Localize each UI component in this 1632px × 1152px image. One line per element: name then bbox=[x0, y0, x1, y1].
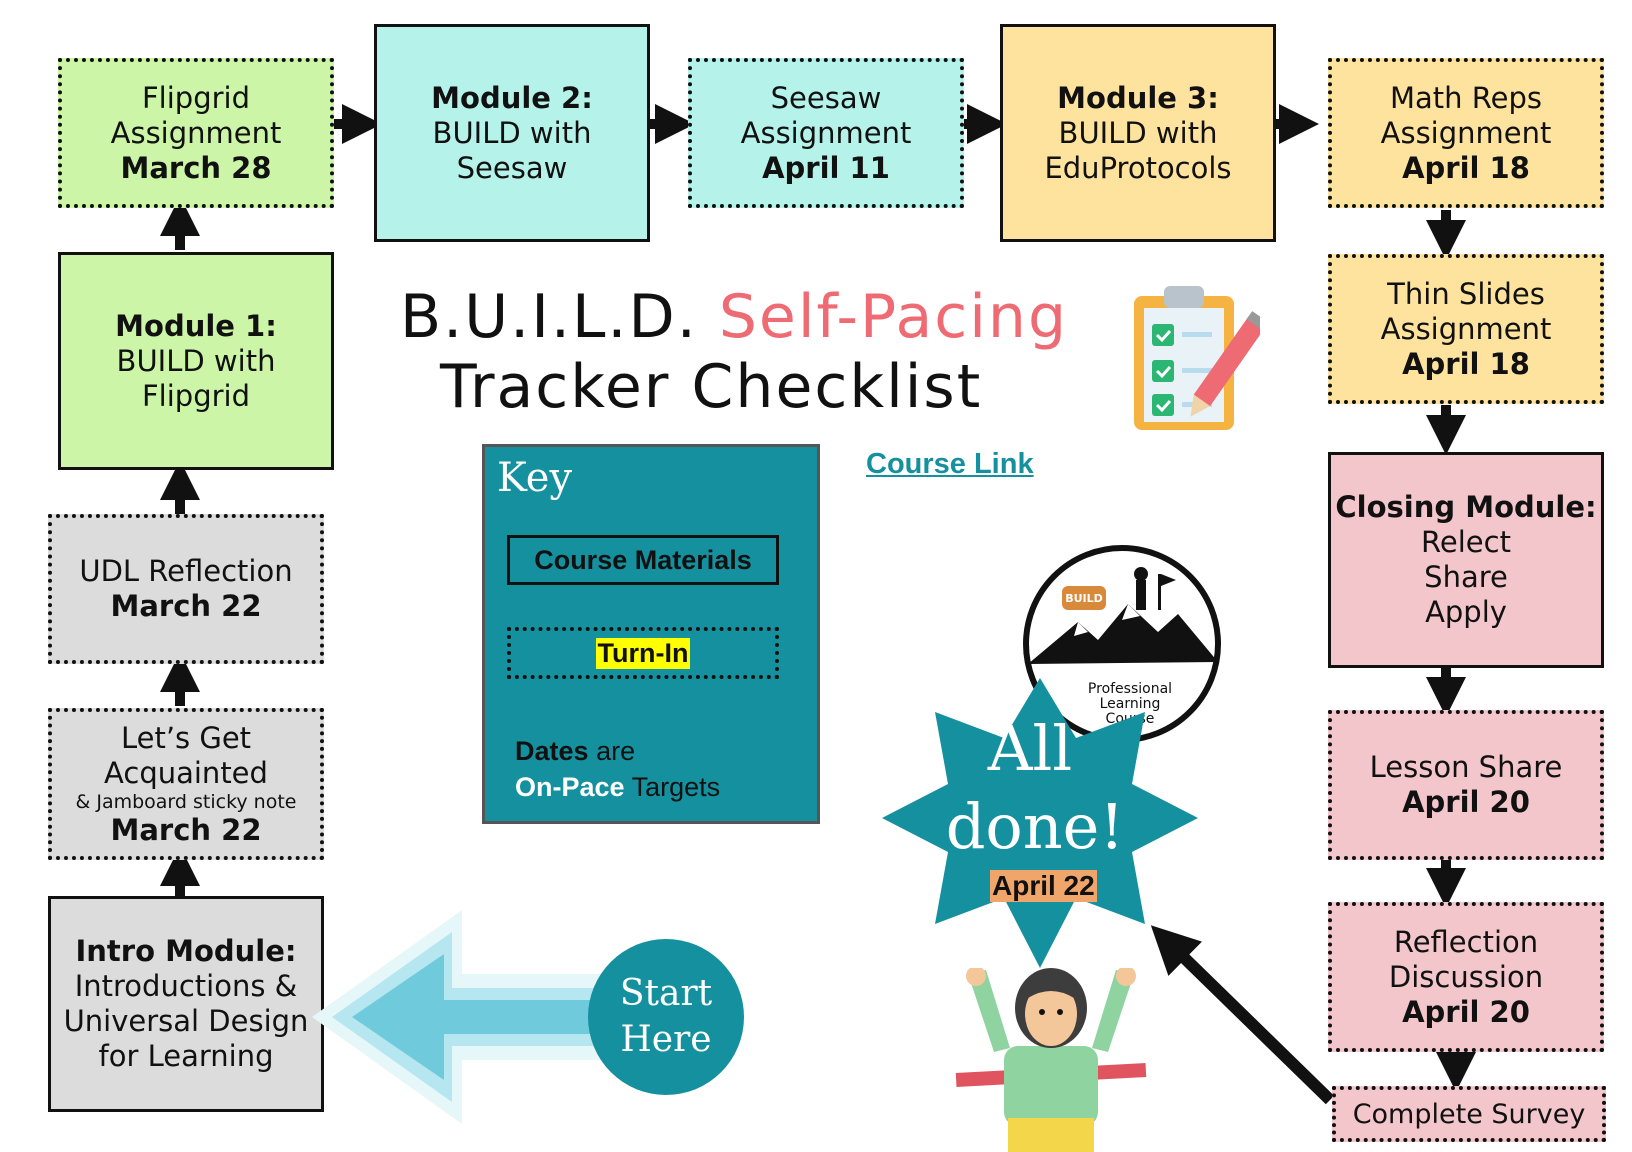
flipgrid-assignment-box[interactable]: Flipgrid Assignment March 28 bbox=[58, 58, 334, 208]
start-line2: Here bbox=[620, 1019, 712, 1060]
mathreps-line1: Math Reps bbox=[1390, 80, 1542, 115]
module2-line2: Seesaw bbox=[456, 150, 568, 185]
clipboard-checklist-icon bbox=[1134, 286, 1260, 430]
intro-module-title: Intro Module: bbox=[75, 934, 297, 968]
acquainted-line2: Acquainted bbox=[104, 755, 268, 790]
start-line1: Start bbox=[619, 973, 713, 1014]
thinslides-assignment-box[interactable]: Thin Slides Assignment April 18 bbox=[1328, 254, 1604, 404]
seesaw-date: April 11 bbox=[762, 150, 890, 185]
closing-module-box[interactable]: Closing Module: Relect Share Apply bbox=[1328, 452, 1604, 668]
survey-line1: Complete Survey bbox=[1352, 1098, 1586, 1130]
udl-reflection-box[interactable]: UDL Reflection March 22 bbox=[48, 514, 324, 664]
key-panel: Key Course Materials Turn-In Dates are O… bbox=[482, 444, 820, 824]
reflection-line1: Reflection bbox=[1393, 924, 1539, 959]
key-course-materials: Course Materials bbox=[507, 535, 779, 585]
big-left-arrow-icon bbox=[312, 910, 622, 1124]
key-turn-in-label: Turn-In bbox=[595, 637, 691, 669]
intro-module-line3: for Learning bbox=[98, 1039, 274, 1073]
all-done-date: April 22 bbox=[990, 870, 1097, 902]
closing-module-title: Closing Module: bbox=[1335, 490, 1597, 524]
acquainted-date: March 22 bbox=[110, 812, 262, 847]
udl-reflection-line1: UDL Reflection bbox=[79, 554, 293, 588]
title-part1: B.U.I.L.D. bbox=[400, 282, 698, 352]
mathreps-assignment-box[interactable]: Math Reps Assignment April 18 bbox=[1328, 58, 1604, 208]
thinslides-date: April 18 bbox=[1402, 346, 1530, 381]
flipgrid-date: March 28 bbox=[120, 150, 272, 185]
title-line2: Tracker Checklist bbox=[440, 352, 983, 422]
module2-line1: BUILD with bbox=[432, 115, 592, 150]
mathreps-date: April 18 bbox=[1402, 150, 1530, 185]
thinslides-line2: Assignment bbox=[1380, 311, 1552, 346]
reflection-discussion-box[interactable]: Reflection Discussion April 20 bbox=[1328, 902, 1604, 1052]
flipgrid-line2: Assignment bbox=[110, 115, 282, 150]
flipgrid-line1: Flipgrid bbox=[142, 80, 250, 115]
acquainted-box[interactable]: Let’s Get Acquainted & Jamboard sticky n… bbox=[48, 708, 324, 860]
celebrating-person-icon bbox=[955, 968, 1147, 1152]
mathreps-line2: Assignment bbox=[1380, 115, 1552, 150]
acquainted-line1: Let’s Get bbox=[120, 720, 252, 755]
module2-title: Module 2: bbox=[431, 80, 593, 115]
course-link[interactable]: Course Link bbox=[866, 448, 1034, 480]
reflection-line2: Discussion bbox=[1388, 959, 1544, 994]
key-onpace-bold: On-Pace bbox=[515, 772, 625, 802]
badge-line2: Learning bbox=[1099, 696, 1161, 712]
key-dates-bold: Dates bbox=[515, 736, 589, 766]
module1-box[interactable]: Module 1: BUILD with Flipgrid bbox=[58, 252, 334, 470]
pencil-icon bbox=[1190, 311, 1260, 417]
title-part2: Self-Pacing bbox=[718, 282, 1069, 352]
closing-module-line3: Apply bbox=[1425, 595, 1507, 629]
seesaw-line2: Assignment bbox=[740, 115, 912, 150]
seesaw-line1: Seesaw bbox=[770, 80, 882, 115]
key-onpace-rest: Targets bbox=[631, 772, 721, 802]
key-dates-note: Dates are On-Pace Targets bbox=[515, 733, 720, 805]
module3-title: Module 3: bbox=[1057, 80, 1219, 115]
mountain-flag-badge-icon bbox=[1023, 545, 1221, 743]
intro-module-line1: Introductions & bbox=[74, 969, 298, 1003]
closing-module-line1: Relect bbox=[1421, 525, 1511, 559]
title-line1: B.U.I.L.D. Self-Pacing bbox=[400, 282, 1068, 352]
acquainted-note: & Jamboard sticky note bbox=[75, 790, 297, 813]
module3-line1: BUILD with bbox=[1058, 115, 1218, 150]
module1-line1: BUILD with bbox=[116, 343, 276, 378]
key-heading: Key bbox=[497, 455, 573, 501]
arrow-survey-to-done bbox=[1150, 925, 1335, 1105]
lessonshare-date: April 20 bbox=[1402, 785, 1530, 819]
module2-box[interactable]: Module 2: BUILD with Seesaw bbox=[374, 24, 650, 242]
module1-line2: Flipgrid bbox=[142, 378, 250, 413]
seesaw-assignment-box[interactable]: Seesaw Assignment April 11 bbox=[688, 58, 964, 208]
start-here-button[interactable]: Start Here bbox=[588, 939, 744, 1095]
module3-box[interactable]: Module 3: BUILD with EduProtocols bbox=[1000, 24, 1276, 242]
badge-line1: Professional bbox=[1087, 681, 1173, 697]
all-done-line2: done! bbox=[945, 790, 1125, 863]
intro-module-line2: Universal Design bbox=[63, 1004, 309, 1038]
lessonshare-box[interactable]: Lesson Share April 20 bbox=[1328, 710, 1604, 860]
udl-reflection-date: March 22 bbox=[110, 589, 262, 623]
complete-survey-box[interactable]: Complete Survey bbox=[1332, 1086, 1606, 1142]
module3-line2: EduProtocols bbox=[1044, 150, 1232, 185]
module1-title: Module 1: bbox=[115, 308, 277, 343]
intro-module-box[interactable]: Intro Module: Introductions & Universal … bbox=[48, 896, 324, 1112]
lessonshare-line1: Lesson Share bbox=[1369, 750, 1563, 784]
key-dates-rest: are bbox=[596, 736, 636, 766]
thinslides-line1: Thin Slides bbox=[1387, 276, 1545, 311]
badge-org: SVUSD bbox=[1164, 652, 1203, 665]
badge-logo-text: BUILD bbox=[1065, 592, 1103, 605]
all-done-line1: All bbox=[987, 712, 1073, 785]
key-turn-in: Turn-In bbox=[507, 627, 779, 679]
all-done-star bbox=[882, 678, 1198, 968]
closing-module-line2: Share bbox=[1424, 560, 1508, 594]
reflection-date: April 20 bbox=[1402, 994, 1530, 1029]
